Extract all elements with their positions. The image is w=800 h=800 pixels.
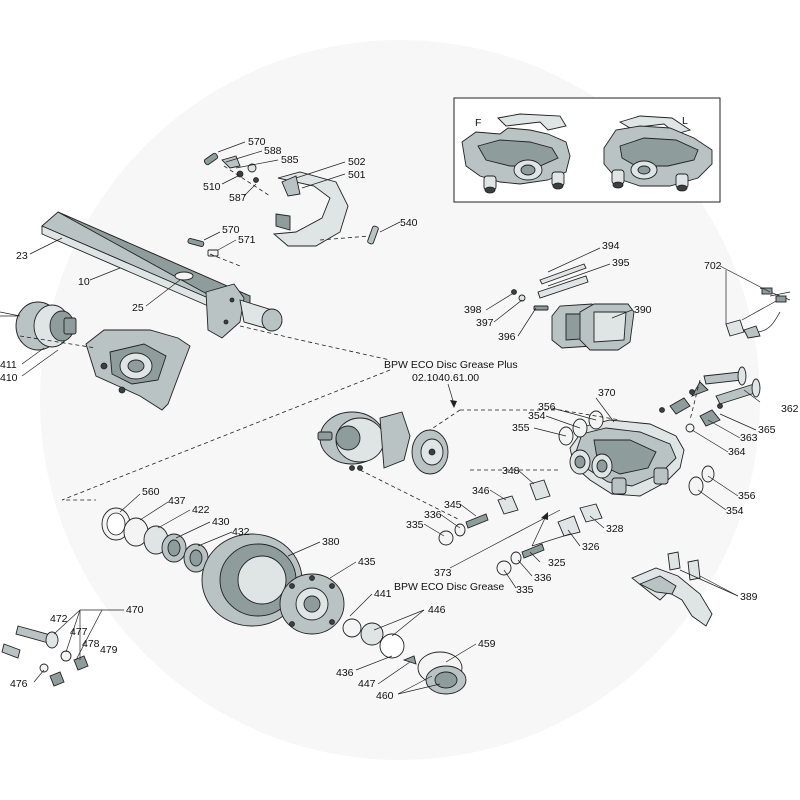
caliper-inset: F L	[453, 97, 721, 203]
brake-actuator-drawing	[317, 411, 449, 475]
part-label: 328	[606, 523, 624, 535]
part-label: 470	[126, 604, 144, 616]
caliper-front-drawing	[461, 113, 571, 194]
part-label: 411	[0, 359, 17, 371]
part-label: 477	[70, 626, 88, 638]
pad-retainer-drawing	[511, 263, 589, 311]
part-label: 348	[502, 465, 520, 477]
part-label: 397	[476, 317, 494, 329]
part-label: 422	[192, 504, 210, 516]
part-label: 501	[348, 169, 366, 181]
part-label: 356	[538, 401, 556, 413]
part-label: 479	[100, 644, 118, 656]
wear-sensor-drawing	[725, 287, 791, 339]
part-label: 336	[424, 509, 442, 521]
wheel-bolts-drawing	[1, 625, 89, 687]
part-label: 373	[434, 567, 452, 579]
part-label: 430	[212, 516, 230, 528]
eco-disc-grease-plus-caption: BPW ECO Disc Grease Plus	[384, 359, 518, 371]
part-label: 588	[264, 145, 282, 157]
brake-disc-drawing	[201, 533, 345, 635]
brake-pads-drawing	[551, 303, 635, 351]
part-label: 472	[50, 613, 68, 625]
part-label: 362	[781, 403, 799, 415]
part-label: 435	[358, 556, 376, 568]
part-label: 23	[16, 250, 28, 262]
part-label: 390	[634, 304, 652, 316]
part-label: 335	[516, 584, 534, 596]
part-label: 560	[142, 486, 160, 498]
part-label: 571	[238, 234, 256, 246]
part-label: 335	[406, 519, 424, 531]
caliper-370-drawing	[569, 419, 685, 497]
part-label: 459	[478, 638, 496, 650]
axle-beam-drawing	[41, 211, 283, 339]
part-label: 398	[464, 304, 482, 316]
part-label: 436	[336, 667, 354, 679]
part-label: 395	[612, 257, 630, 269]
part-label: 447	[358, 678, 376, 690]
bushes-drawing	[438, 479, 603, 576]
part-label: 476	[10, 678, 28, 690]
eco-disc-grease-caption: BPW ECO Disc Grease	[394, 581, 504, 593]
part-label: 25	[132, 302, 144, 314]
part-label: 540	[400, 217, 418, 229]
part-label: 345	[444, 499, 462, 511]
part-label: 585	[281, 154, 299, 166]
part-label: 396	[498, 331, 516, 343]
part-label: 10	[78, 276, 90, 288]
part-label: 446	[428, 604, 446, 616]
part-label: 460	[376, 690, 394, 702]
caliper-bracket-drawing	[631, 551, 713, 627]
caliper-left-drawing	[603, 115, 713, 192]
arrows	[447, 383, 571, 547]
leader-lines	[21, 141, 771, 695]
part-label: 394	[602, 240, 620, 252]
guide-pins-drawing	[659, 366, 761, 427]
part-label: 354	[726, 505, 744, 517]
part-label: 587	[229, 192, 247, 204]
brake-chamber-drawing	[0, 301, 77, 351]
part-label: 363	[740, 432, 758, 444]
part-label: 570	[248, 136, 266, 148]
inset-label-f: F	[475, 117, 481, 129]
part-label: 389	[740, 591, 758, 603]
part-label: 336	[534, 572, 552, 584]
part-label: 437	[168, 495, 186, 507]
part-number-labels: 570 588 585 510 587 502 501 540 570 571 …	[0, 136, 799, 702]
part-label: 502	[348, 156, 366, 168]
part-label: 441	[374, 588, 392, 600]
part-label: 356	[738, 490, 756, 502]
part-label: 370	[598, 387, 616, 399]
hub-bearings-drawing	[101, 507, 209, 573]
part-label: 365	[758, 424, 776, 436]
part-label: 478	[82, 638, 100, 650]
part-label: 354	[528, 410, 546, 422]
inset-label-l: L	[682, 115, 688, 127]
eco-disc-grease-plus-part-number: 02.1040.61.00	[412, 372, 479, 384]
part-label: 380	[322, 536, 340, 548]
brake-carrier-drawing	[85, 329, 191, 411]
part-label: 510	[203, 181, 221, 193]
part-label: 702	[704, 260, 722, 272]
part-label: 570	[222, 224, 240, 236]
part-label: 325	[548, 557, 566, 569]
part-label: 410	[0, 372, 18, 384]
part-label: 346	[472, 485, 490, 497]
dust-shield-drawing	[272, 171, 379, 247]
part-label: 432	[232, 526, 250, 538]
part-label: 355	[512, 422, 530, 434]
part-label: 326	[582, 541, 600, 553]
part-label: 364	[728, 446, 746, 458]
